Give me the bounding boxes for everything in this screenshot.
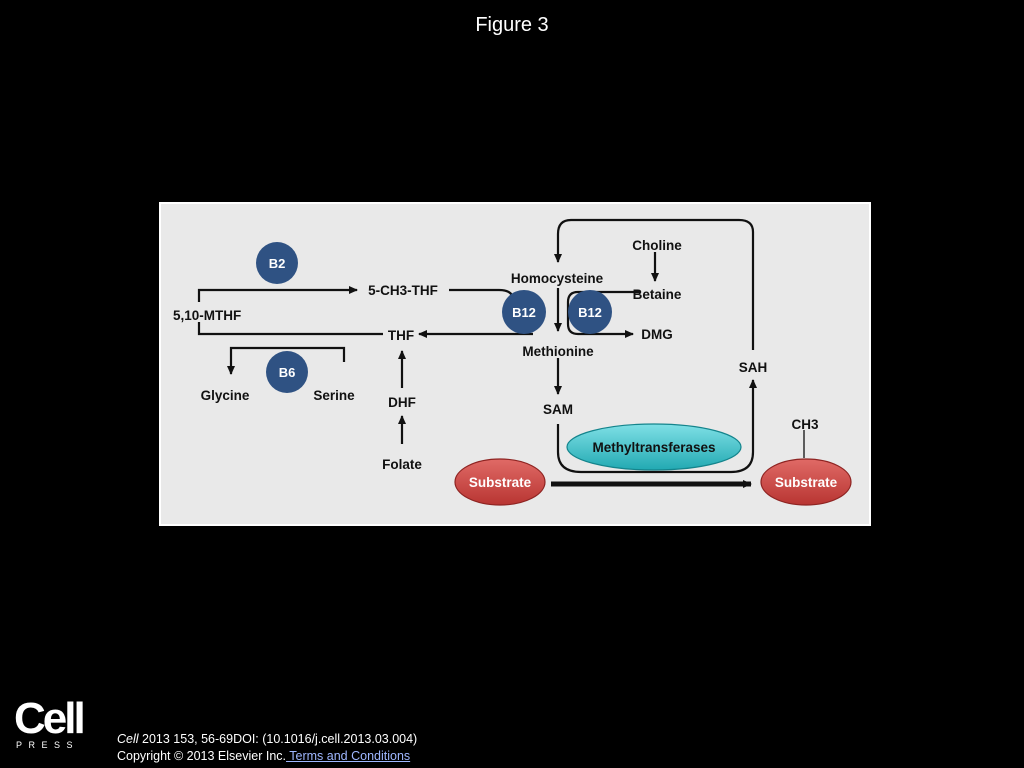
pathway-diagram: 5,10-MTHF 5-CH3-THF THF DHF Folate Glyci… [173,218,852,506]
citation-block: Cell 2013 153, 56-69DOI: (10.1016/j.cell… [117,731,417,765]
arrow-thf-to-mthf [197,322,383,336]
label-choline: Choline [632,238,682,253]
label-ch3: CH3 [791,417,818,432]
label-serine: Serine [313,388,355,403]
svg-text:Methyltransferases: Methyltransferases [592,440,715,455]
substrate-methylated: Substrate [760,458,852,506]
copyright-line: Copyright © 2013 Elsevier Inc. Terms and… [117,748,417,765]
terms-and-conditions-link[interactable]: Terms and Conditions [286,749,411,763]
citation-line: Cell 2013 153, 56-69DOI: (10.1016/j.cell… [117,731,417,748]
substrate-unmethylated: Substrate [454,458,546,506]
arrow-betaine-to-dmg [566,290,641,338]
svg-text:B2: B2 [269,256,286,271]
label-sah: SAH [739,360,768,375]
svg-text:Substrate: Substrate [469,475,532,490]
arrow-mthf-to-ch3thf [197,286,358,302]
label-dhf: DHF [388,395,416,410]
svg-text:B6: B6 [279,365,296,380]
svg-text:Substrate: Substrate [775,475,838,490]
label-sam: SAM [543,402,573,417]
badge-b12-left: B12 [502,290,546,334]
label-5-ch3-thf: 5-CH3-THF [368,283,438,298]
arrow-ch3thf-to-homocysteine [449,288,515,302]
cell-press-logo: Cell PRESS [14,694,86,750]
copyright-text: Copyright © 2013 Elsevier Inc. [117,749,287,763]
badge-b12-right: B12 [568,290,612,334]
label-dmg: DMG [641,327,673,342]
logo-wordmark: Cell [14,694,86,743]
pathway-figure: 5,10-MTHF 5-CH3-THF THF DHF Folate Glyci… [159,202,871,526]
svg-text:B12: B12 [512,305,536,320]
label-thf: THF [388,328,414,343]
metabolite-labels: 5,10-MTHF 5-CH3-THF THF DHF Folate Glyci… [173,238,819,472]
logo-subtitle: PRESS [16,740,80,750]
label-5-10-mthf: 5,10-MTHF [173,308,241,323]
journal-name: Cell [117,732,139,746]
arrow-serine-to-glycine [227,346,346,375]
badge-b6: B6 [266,351,308,393]
methyltransferases-enzyme: Methyltransferases [566,423,742,471]
label-methionine: Methionine [522,344,594,359]
label-glycine: Glycine [201,388,250,403]
label-betaine: Betaine [633,287,682,302]
arrow-sah-to-homocysteine [554,218,755,350]
pathway-arrows [197,218,805,474]
label-folate: Folate [382,457,422,472]
arrow-sam-to-methyltransferases [556,379,757,474]
svg-text:B12: B12 [578,305,602,320]
badge-b2: B2 [256,242,298,284]
slide-title: Figure 3 [475,14,549,36]
citation-text: 2013 153, 56-69DOI: (10.1016/j.cell.2013… [138,732,418,746]
label-homocysteine: Homocysteine [511,271,604,286]
